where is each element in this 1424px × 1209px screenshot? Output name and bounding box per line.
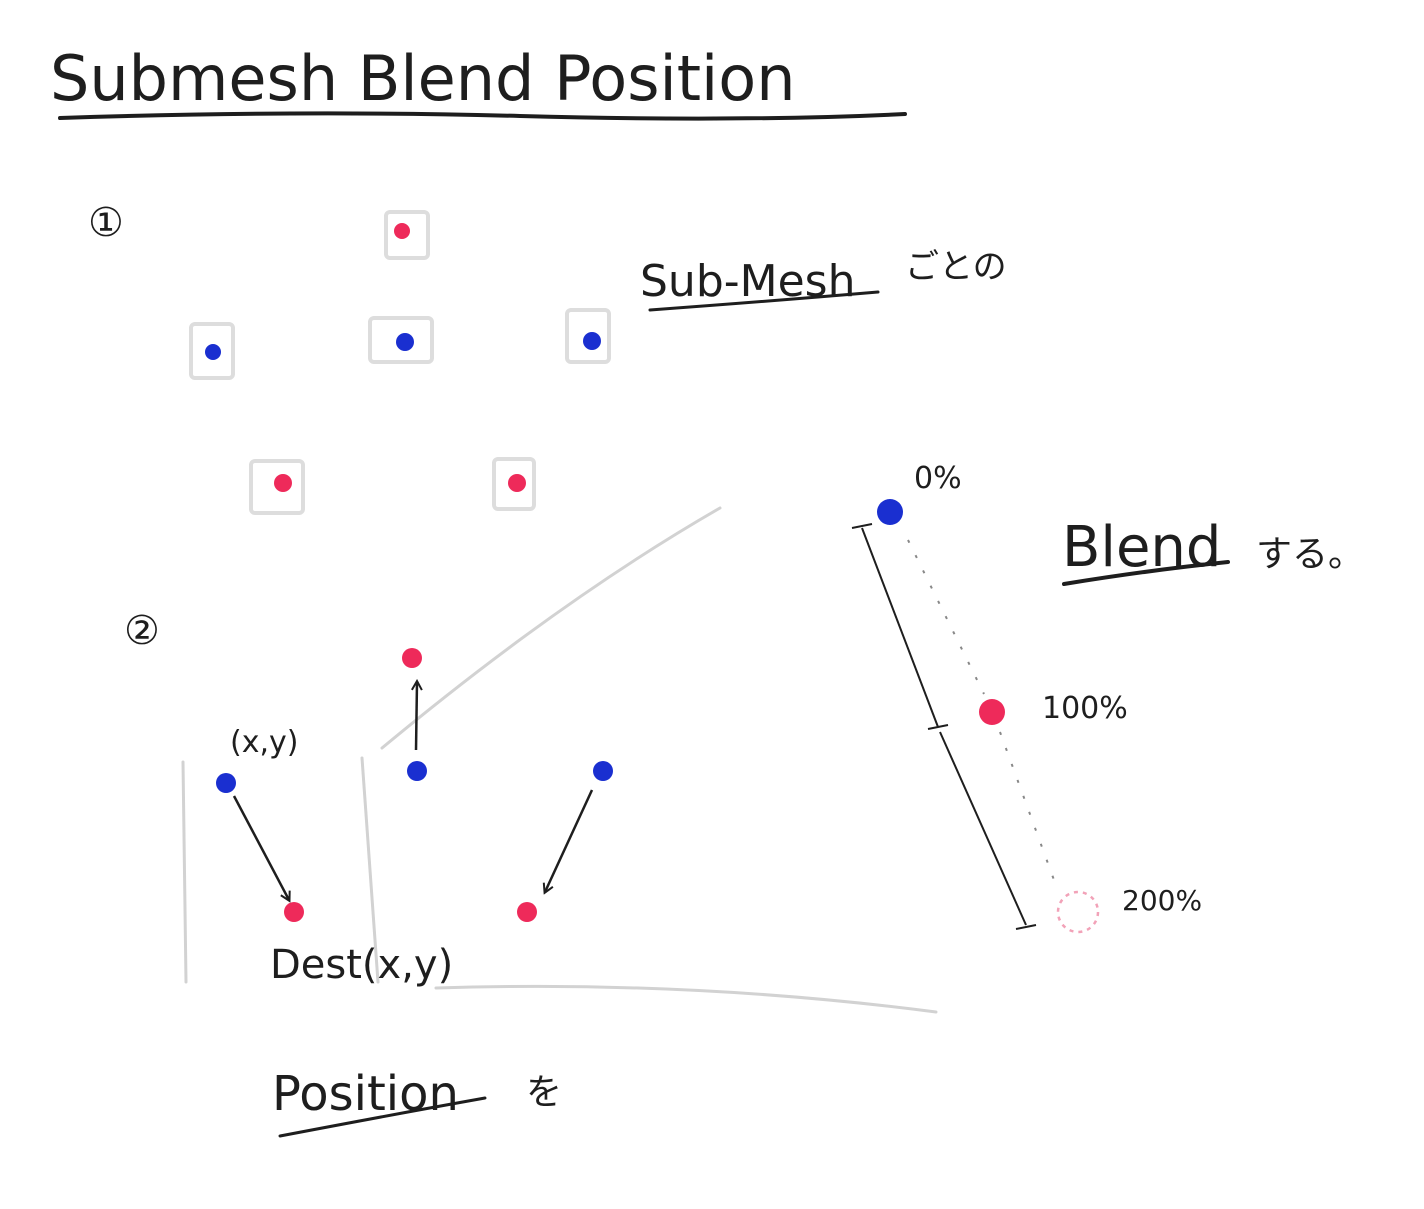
source-point <box>216 773 236 793</box>
blue-dot <box>396 333 414 351</box>
red-dot <box>274 474 292 492</box>
blend-full-point <box>979 699 1005 725</box>
submesh-cell <box>384 210 430 260</box>
blend-start-point <box>877 499 903 525</box>
blend-scale: 0% 100% 200% <box>851 461 1202 934</box>
scale-tick <box>927 724 949 730</box>
page-title: Submesh Blend Position <box>50 42 796 115</box>
position-suffix: を <box>526 1072 562 1113</box>
submesh-cell <box>492 457 536 511</box>
blend-path-dotted <box>999 731 1055 881</box>
blend-level-200: 200% <box>1122 884 1202 917</box>
arrow-right <box>545 789 594 892</box>
blend-suffix: する。 <box>1256 534 1364 575</box>
submesh-label: Sub-Mesh <box>640 256 855 307</box>
step-2-marker: ② <box>124 608 160 654</box>
source-coords-label: (x,y) <box>230 725 298 760</box>
step-1-marker: ① <box>88 200 124 246</box>
arrow-up <box>416 682 417 751</box>
red-dot <box>508 474 526 492</box>
submesh-cell <box>249 459 305 515</box>
red-dot <box>394 223 410 239</box>
scale-tick <box>851 523 873 529</box>
blend-label: Blend <box>1062 515 1221 580</box>
position-label: Position <box>272 1066 459 1122</box>
submesh-grid <box>189 210 611 515</box>
scale-line-upper <box>861 527 939 728</box>
blend-level-100: 100% <box>1042 691 1128 726</box>
source-point <box>407 761 427 781</box>
submesh-underline <box>648 290 880 312</box>
blend-underline <box>1062 560 1230 586</box>
scale-line-lower <box>939 731 1027 926</box>
position-underline <box>278 1096 487 1138</box>
blend-over-point <box>1056 890 1100 934</box>
source-point <box>593 761 613 781</box>
movement-arrows <box>232 682 594 900</box>
blend-level-0: 0% <box>914 461 962 496</box>
submesh-cell <box>565 308 611 364</box>
dest-point <box>402 648 422 668</box>
dest-coords-label: Dest(x,y) <box>270 942 453 988</box>
title-underline <box>58 111 907 121</box>
blue-dot <box>583 332 601 350</box>
dest-point <box>284 902 304 922</box>
submesh-cell <box>189 322 235 380</box>
dest-point <box>517 902 537 922</box>
blend-path-dotted <box>907 539 985 695</box>
blue-dot <box>205 344 221 360</box>
submesh-suffix: ごとの <box>905 247 1007 287</box>
submesh-cell <box>368 316 434 364</box>
arrow-left <box>232 795 289 900</box>
scale-tick <box>1015 924 1037 930</box>
guide-lines <box>181 506 938 1014</box>
